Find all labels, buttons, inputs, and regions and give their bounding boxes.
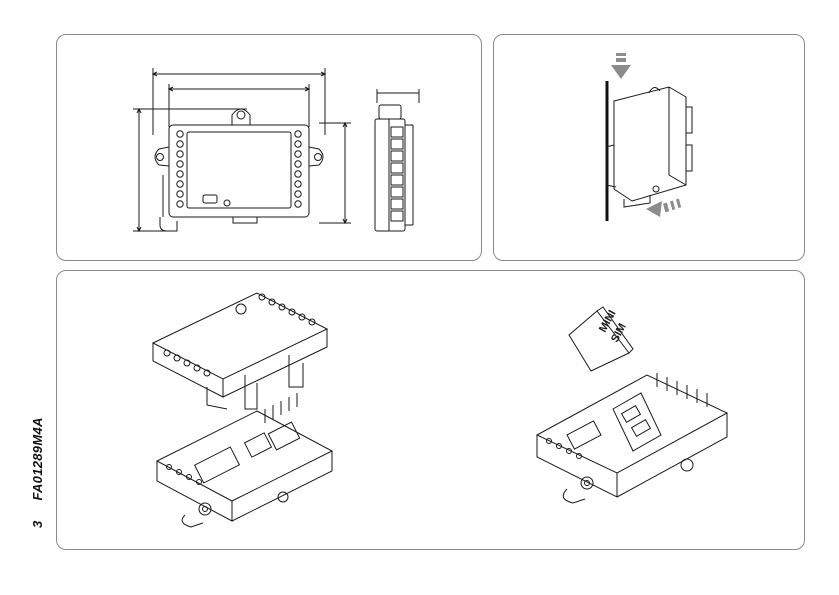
dimension-drawing <box>57 35 483 262</box>
lid <box>153 293 327 409</box>
height-dimension-lines <box>133 109 351 231</box>
side-view <box>375 89 419 231</box>
figure-code: FA01289M4A <box>30 417 45 500</box>
assembly-panel: MINI SIM <box>56 270 805 550</box>
figure-number: 3 <box>30 520 45 528</box>
module-body <box>606 87 692 207</box>
mini-sim-card: MINI SIM <box>569 307 633 371</box>
mounting-drawing <box>494 35 806 262</box>
down-arrow-icon <box>611 53 631 79</box>
open-base-right <box>537 373 727 503</box>
front-terminals-left <box>177 131 183 207</box>
figure-label: 3 FA01289M4A <box>30 417 45 528</box>
front-terminals-right <box>295 131 301 207</box>
open-base-left <box>157 393 332 527</box>
left-arrow-icon <box>646 199 681 217</box>
mounting-panel <box>493 34 805 261</box>
assembly-drawing: MINI SIM <box>57 271 806 551</box>
dimensions-panel <box>56 34 482 261</box>
front-view <box>155 109 323 231</box>
